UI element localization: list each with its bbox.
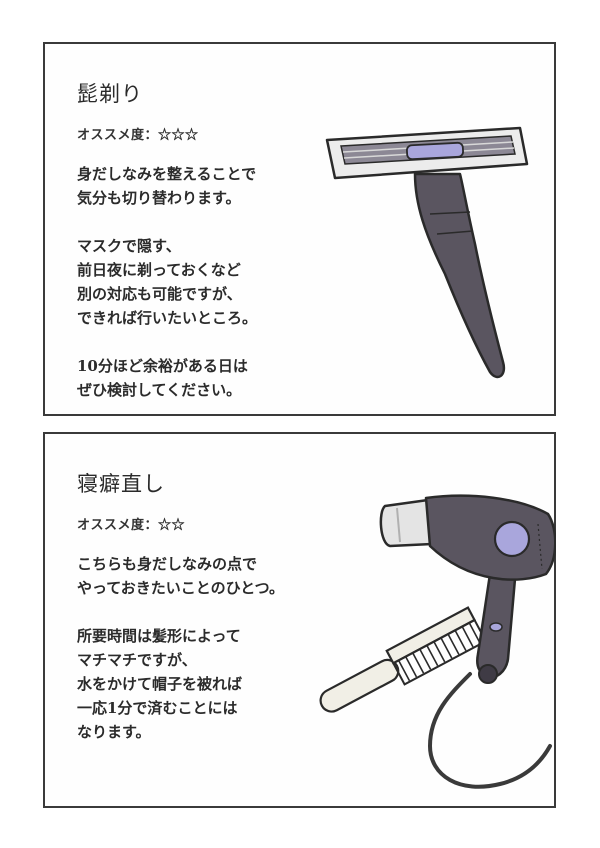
panel-bedhead: 寝癖直し オススメ度：☆☆ こちらも身だしなみの点で やっておきたいことのひとつ…	[43, 432, 556, 808]
razor-icon	[325, 126, 529, 379]
rating-label: オススメ度：	[77, 518, 159, 533]
paragraph: 所要時間は髪形によって マチマチですが、 水をかけて帽子を被れば 一応1分で済む…	[77, 627, 243, 741]
panel-body: 身だしなみを整えることで 気分も切り替わります。 マスクで隠す、 前日夜に剃って…	[77, 162, 337, 426]
rating-stars: ☆☆	[158, 518, 186, 533]
panel-body: こちらも身だしなみの点で やっておきたいことのひとつ。 所要時間は髪形によって …	[77, 552, 337, 768]
hair-dryer-and-comb-icon	[319, 494, 556, 789]
panel-title: 髭剃り	[77, 82, 143, 106]
paragraph: 身だしなみを整えることで 気分も切り替わります。	[77, 165, 257, 207]
paragraph: 10分ほど余裕がある日は ぜひ検討してください。	[77, 357, 248, 399]
paragraph: マスクで隠す、 前日夜に剃っておくなど 別の対応も可能ですが、 できれば行いたい…	[77, 237, 258, 327]
recommendation-rating: オススメ度：☆☆	[77, 514, 185, 533]
rating-label: オススメ度：	[77, 128, 159, 143]
recommendation-rating: オススメ度：☆☆☆	[77, 124, 199, 143]
rating-stars: ☆☆☆	[158, 128, 199, 143]
paragraph: こちらも身だしなみの点で やっておきたいことのひとつ。	[77, 555, 285, 597]
panel-title: 寝癖直し	[77, 472, 165, 496]
panel-shaving: 髭剃り オススメ度：☆☆☆ 身だしなみを整えることで 気分も切り替わります。 マ…	[43, 42, 556, 416]
